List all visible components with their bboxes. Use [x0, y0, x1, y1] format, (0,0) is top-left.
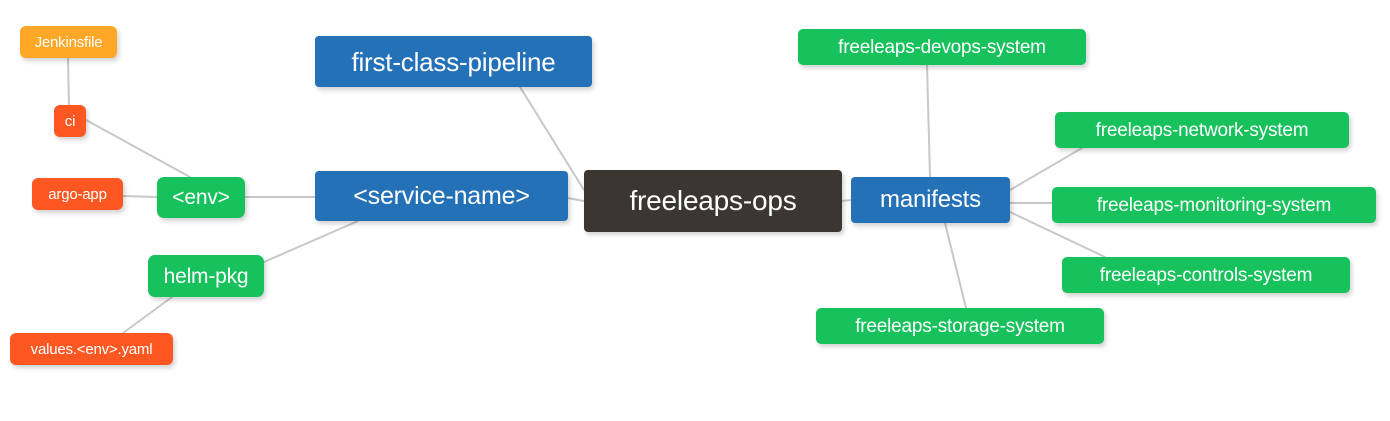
- node-Jenkinsfile[interactable]: Jenkinsfile: [20, 26, 117, 58]
- node-label: values.<env>.yaml: [30, 340, 153, 358]
- node-manifests[interactable]: manifests: [851, 177, 1010, 223]
- node-argo-app[interactable]: argo-app: [32, 178, 123, 210]
- node-helm-pkg[interactable]: helm-pkg: [148, 255, 264, 297]
- edge-manifests-to-freeleaps-devops-system: [926, 64, 931, 178]
- edge-ci-to-Jenkinsfile: [67, 57, 70, 106]
- node-label: ci: [64, 112, 76, 130]
- node-label: helm-pkg: [163, 264, 249, 288]
- node-service-name[interactable]: <service-name>: [315, 171, 568, 221]
- node-freeleaps-controls-system[interactable]: freeleaps-controls-system: [1062, 257, 1350, 293]
- node-first-class-pipeline[interactable]: first-class-pipeline: [315, 36, 592, 87]
- edge-env-to-ci: [85, 119, 191, 178]
- node-freeleaps-storage-system[interactable]: freeleaps-storage-system: [816, 308, 1104, 344]
- edge-env-to-argo-app: [122, 195, 158, 198]
- edge-service-name-to-helm-pkg: [263, 220, 359, 263]
- node-freeleaps-monitoring-system[interactable]: freeleaps-monitoring-system: [1052, 187, 1376, 223]
- edge-manifests-to-freeleaps-network-system: [1009, 147, 1083, 191]
- node-label: freeleaps-devops-system: [838, 36, 1046, 58]
- node-env[interactable]: <env>: [157, 177, 245, 218]
- node-label: manifests: [880, 186, 981, 213]
- node-label: freeleaps-storage-system: [855, 315, 1065, 337]
- node-label: freeleaps-monitoring-system: [1096, 194, 1332, 216]
- node-label: <service-name>: [353, 181, 530, 210]
- edge-helm-pkg-to-values-env-yaml: [122, 296, 173, 334]
- node-label: <env>: [172, 186, 230, 209]
- node-label: freeleaps-controls-system: [1099, 264, 1313, 286]
- node-label: argo-app: [48, 185, 107, 203]
- node-label: freeleaps-network-system: [1095, 119, 1309, 141]
- node-freeleaps-ops[interactable]: freeleaps-ops: [584, 170, 842, 232]
- node-freeleaps-devops-system[interactable]: freeleaps-devops-system: [798, 29, 1086, 65]
- node-label: freeleaps-ops: [629, 185, 797, 216]
- node-label: first-class-pipeline: [351, 46, 556, 77]
- edge-freeleaps-ops-to-service-name: [567, 197, 585, 202]
- node-label: Jenkinsfile: [34, 33, 103, 51]
- node-values-env-yaml[interactable]: values.<env>.yaml: [10, 333, 173, 365]
- edge-manifests-to-freeleaps-storage-system: [944, 222, 967, 309]
- node-freeleaps-network-system[interactable]: freeleaps-network-system: [1055, 112, 1349, 148]
- node-ci[interactable]: ci: [54, 105, 86, 137]
- edge-freeleaps-ops-to-manifests: [841, 199, 852, 202]
